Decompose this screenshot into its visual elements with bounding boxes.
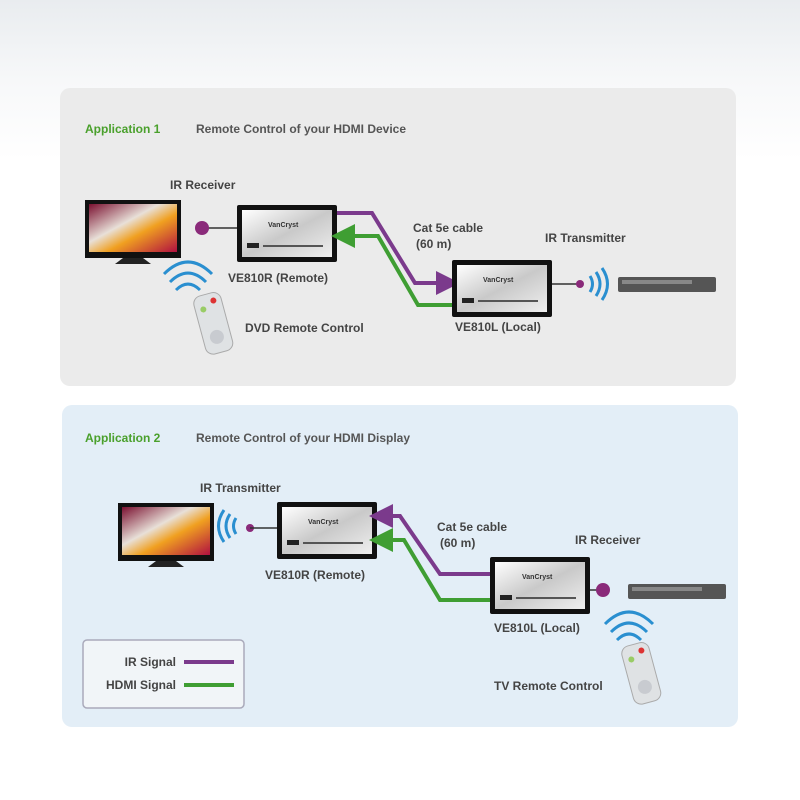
app2-cable-length: (60 m) (440, 536, 475, 550)
legend-hdmi-label: HDMI Signal (106, 678, 176, 692)
ir-transmitter-icon (217, 509, 277, 543)
tv-icon (118, 503, 214, 567)
brand-logo: VanCryst (308, 519, 339, 526)
legend-ir-label: IR Signal (125, 655, 176, 669)
brand-logo: VanCryst (522, 574, 553, 581)
ve810l-local-unit (490, 557, 590, 614)
tv-icon (85, 200, 181, 264)
app2-remote-control-label: TV Remote Control (494, 679, 603, 693)
app1-local-unit-label: VE810L (Local) (455, 320, 541, 334)
brand-logo: VanCryst (483, 277, 514, 284)
ir-transmitter-icon (552, 267, 609, 301)
ve810r-remote-unit (277, 502, 377, 559)
app1-remote-control-label: DVD Remote Control (245, 321, 364, 335)
dvd-player-icon (618, 277, 716, 292)
app2-cable-label: Cat 5e cable (437, 520, 507, 534)
app2-label: Application 2 (85, 431, 161, 445)
app1-title: Remote Control of your HDMI Device (196, 122, 406, 136)
application-2-panel: Application 2 Remote Control of your HDM… (62, 405, 738, 727)
app1-ir-transmitter-label: IR Transmitter (545, 231, 626, 245)
ir-signal-line (337, 211, 460, 295)
ve810l-local-unit (452, 260, 552, 317)
app2-ir-receiver-label: IR Receiver (575, 533, 641, 547)
wireless-signal-icon (603, 610, 655, 642)
hdmi-signal-line (369, 528, 490, 602)
wireless-signal-icon (162, 260, 214, 292)
brand-logo: VanCryst (268, 222, 299, 229)
app1-label: Application 1 (85, 122, 161, 136)
dvd-player-icon (628, 584, 726, 599)
app2-remote-unit-label: VE810R (Remote) (265, 568, 365, 582)
app1-ir-receiver-label: IR Receiver (170, 178, 236, 192)
ir-receiver-icon (195, 221, 237, 235)
hdmi-signal-line (331, 224, 452, 307)
app2-title: Remote Control of your HDMI Display (196, 431, 410, 445)
ve810r-remote-unit (237, 205, 337, 262)
legend: IR Signal HDMI Signal (82, 639, 245, 709)
app1-remote-unit-label: VE810R (Remote) (228, 271, 328, 285)
app2-ir-transmitter-label: IR Transmitter (200, 481, 281, 495)
ir-signal-line (369, 504, 490, 576)
ir-receiver-icon (590, 583, 610, 597)
app2-local-unit-label: VE810L (Local) (494, 621, 580, 635)
app1-cable-length: (60 m) (416, 237, 451, 251)
application-1-panel: Application 1 Remote Control of your HDM… (60, 88, 736, 386)
app1-cable-label: Cat 5e cable (413, 221, 483, 235)
